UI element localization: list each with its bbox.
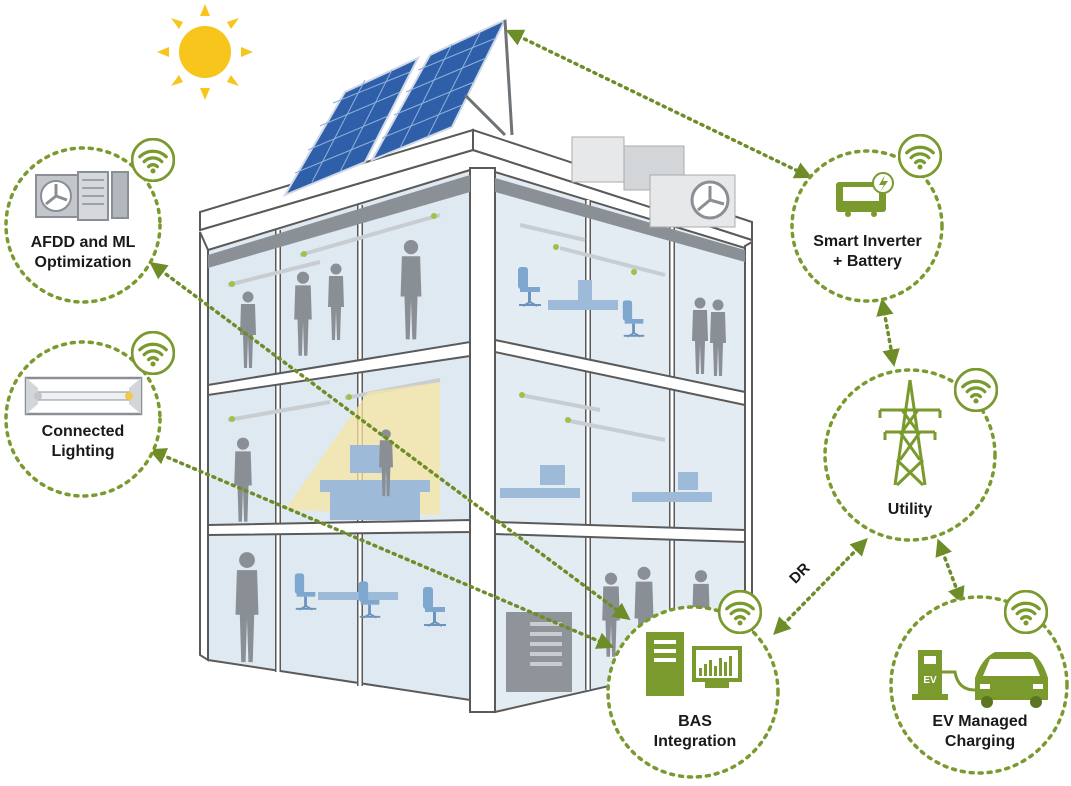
sun-icon (157, 4, 253, 100)
bas-label-line2: Integration (653, 733, 737, 750)
computer-server-icon (646, 632, 742, 696)
utility-label-line1: Utility (887, 501, 933, 518)
charger-text: EV (923, 675, 937, 686)
wifi-icon (1004, 590, 1048, 634)
ev-node-label: EV Managed Charging (910, 712, 1050, 752)
arrow-lighting-bas (148, 448, 615, 649)
bas-node-label: BAS Integration (630, 712, 760, 752)
lighting-label-line2: Lighting (51, 443, 115, 460)
inverter-label-line2: + Battery (833, 253, 902, 270)
afdd-node-label: AFDD and ML Optimization (13, 233, 153, 273)
wifi-icon (718, 590, 762, 634)
utility-node-label: Utility (850, 500, 970, 520)
light-fixture-icon (24, 376, 143, 416)
arrow-utility-bas (773, 537, 868, 636)
transmission-tower-icon (878, 379, 942, 487)
arrow-inverter-utility (876, 298, 900, 367)
solar-panel-icon (282, 17, 514, 198)
arrow-utility-ev (935, 538, 965, 605)
lighting-node-label: Connected Lighting (13, 422, 153, 462)
wifi-icon (131, 331, 175, 375)
ev-charger-car-icon: EV (912, 650, 1048, 708)
lighting-label-line1: Connected (41, 423, 125, 440)
ev-label-line2: Charging (944, 733, 1016, 750)
connection-arrows (148, 29, 965, 649)
afdd-label-line1: AFDD and ML (30, 234, 136, 251)
wifi-icon (954, 368, 998, 412)
wifi-icon (898, 134, 942, 178)
ev-label-line1: EV Managed (932, 713, 1028, 730)
inverter-node-circle (790, 149, 944, 303)
afdd-label-line2: Optimization (34, 254, 132, 271)
battery-inverter-icon (836, 172, 894, 217)
utility-node-circle (823, 368, 997, 542)
inverter-node-label: Smart Inverter + Battery (795, 232, 940, 272)
bas-label-line1: BAS (678, 713, 712, 730)
arrow-solar-inverter (505, 29, 813, 179)
wifi-icon (131, 138, 175, 182)
hvac-unit-icon (35, 171, 129, 221)
inverter-label-line1: Smart Inverter (813, 233, 922, 250)
